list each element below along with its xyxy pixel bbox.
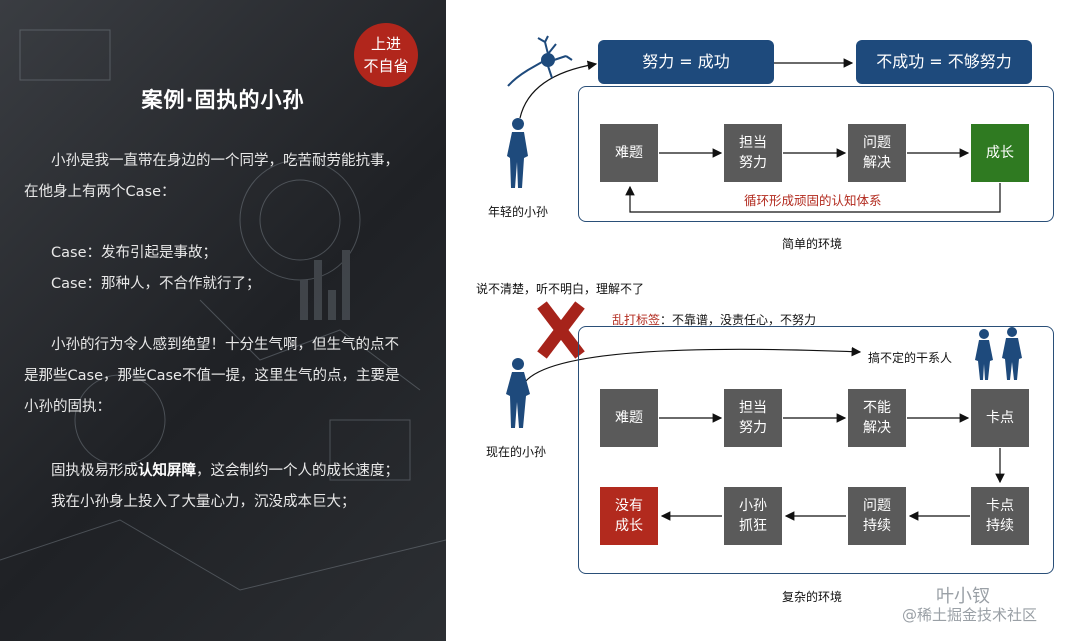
person-young-icon [507,118,528,188]
highlight-text: 认知屏障 [138,463,196,479]
watermark-site: @稀土掘金技术社区 [902,606,1038,624]
top-note: 说不清楚，听不明白，理解不了 [476,282,645,296]
complex-box-stuck: 卡点 [971,389,1029,447]
simple-box-solved: 问题 解决 [848,124,906,182]
simple-box-growth: 成长 [971,124,1029,182]
simple-caption: 简单的环境 [782,237,843,251]
complex-box-unsolved: 不能 解决 [848,389,906,447]
complex-box-effort: 担当 努力 [724,389,782,447]
loop-label: 循环形成顽固的认知体系 [744,193,882,208]
paragraph-line: 在他身上有两个Case： [24,184,176,200]
simple-box-effort: 担当 努力 [724,124,782,182]
complex-box-frustrated: 小孙 抓狂 [724,487,782,545]
young-person-label: 年轻的小孙 [488,205,549,219]
belief-box-fail-not-enough: 不成功 = 不够努力 [856,40,1032,84]
case-line: Case：那种人，不合作就行了； [51,276,261,292]
status-badge: 上进 不自省 [354,23,418,87]
left-panel: 上进 不自省 案例·固执的小孙 小孙是我一直带在身边的一个同学，吃苦耐劳能抗事，… [0,0,446,641]
paragraph-feeling: 小孙的行为令人感到绝望！十分生气啊，但生气的点不 是那些Case，那些Case不… [24,330,424,423]
complex-box-no-growth: 没有 成长 [600,487,658,545]
complex-box-problem: 难题 [600,389,658,447]
background-decoration [0,29,446,591]
complex-environment-frame [578,326,1054,574]
paragraph-line: 小孙的行为令人感到绝望！十分生气啊，但生气的点不 [51,337,399,353]
tag-red-text: 乱打标签 [612,313,661,327]
paragraph-intro: 小孙是我一直带在身边的一个同学，吃苦耐劳能抗事， 在他身上有两个Case： [24,146,424,208]
simple-environment-frame [578,86,1054,222]
now-person-label: 现在的小孙 [486,445,547,459]
text-segment: ，这会制约一个人的成长速度； [196,463,399,479]
case-line: Case：发布引起是事故； [51,245,217,261]
belief-box-effort-success: 努力 = 成功 [598,40,774,84]
paragraph-line: 是那些Case，那些Case不值一提，这里生气的点，主要是 [24,368,400,384]
tag-rest-text: ：不靠谱，没责任心，不努力 [660,313,817,327]
page-title: 案例·固执的小孙 [141,88,305,112]
badge-line-2: 不自省 [363,57,409,75]
watermark-author: 叶小钗 [936,586,990,607]
paragraph-line: 固执极易形成认知屏障，这会制约一个人的成长速度； [24,456,424,487]
complex-caption: 复杂的环境 [782,590,843,604]
cross-icon [537,301,585,359]
complex-box-stuck-persists: 卡点 持续 [971,487,1029,545]
stakeholder-label: 搞不定的干系人 [868,351,953,365]
text-segment: 固执极易形成 [51,463,138,479]
simple-box-problem: 难题 [600,124,658,182]
paragraph-line: 小孙是我一直带在身边的一个同学，吃苦耐劳能抗事， [51,153,399,169]
stakeholders-icon [975,327,1022,380]
person-now-icon [506,358,530,428]
badge-line-1: 上进 [370,35,401,53]
paragraph-conclusion: 固执极易形成认知屏障，这会制约一个人的成长速度； 我在小孙身上投入了大量心力，沉… [24,456,424,518]
complex-box-problem-persists: 问题 持续 [848,487,906,545]
paragraph-line: 小孙的固执： [24,399,111,415]
neuron-icon [507,35,573,87]
label-tag-line: 乱打标签：不靠谱，没责任心，不努力 [612,311,816,328]
paragraph-line: 我在小孙身上投入了大量心力，沉没成本巨大； [51,494,356,510]
paragraph-cases: Case：发布引起是事故； Case：那种人，不合作就行了； [24,238,424,300]
